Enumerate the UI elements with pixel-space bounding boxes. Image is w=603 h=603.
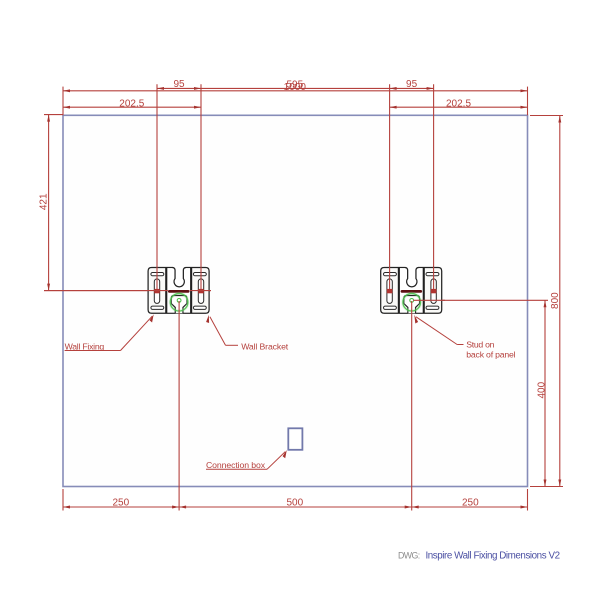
svg-text:800: 800 [550, 292, 561, 309]
svg-text:400: 400 [536, 381, 547, 398]
svg-text:95: 95 [406, 79, 418, 90]
svg-text:Inspire Wall Fixing Dimensions: Inspire Wall Fixing Dimensions V2 [426, 551, 560, 562]
svg-text:Wall Bracket: Wall Bracket [241, 341, 289, 351]
svg-text:500: 500 [286, 497, 303, 508]
svg-text:DWG:: DWG: [398, 551, 420, 561]
svg-text:Connection box: Connection box [206, 460, 266, 470]
svg-text:595: 595 [286, 79, 303, 90]
svg-text:back of panel: back of panel [466, 349, 515, 359]
svg-text:202.5: 202.5 [119, 98, 144, 109]
svg-text:250: 250 [112, 497, 129, 508]
svg-text:202.5: 202.5 [446, 98, 471, 109]
svg-text:250: 250 [462, 497, 479, 508]
svg-text:Stud on: Stud on [466, 340, 494, 350]
svg-text:95: 95 [173, 79, 185, 90]
svg-text:Wall Fixing: Wall Fixing [65, 341, 105, 351]
svg-text:421: 421 [39, 193, 50, 210]
svg-text:1000: 1000 [284, 82, 307, 93]
